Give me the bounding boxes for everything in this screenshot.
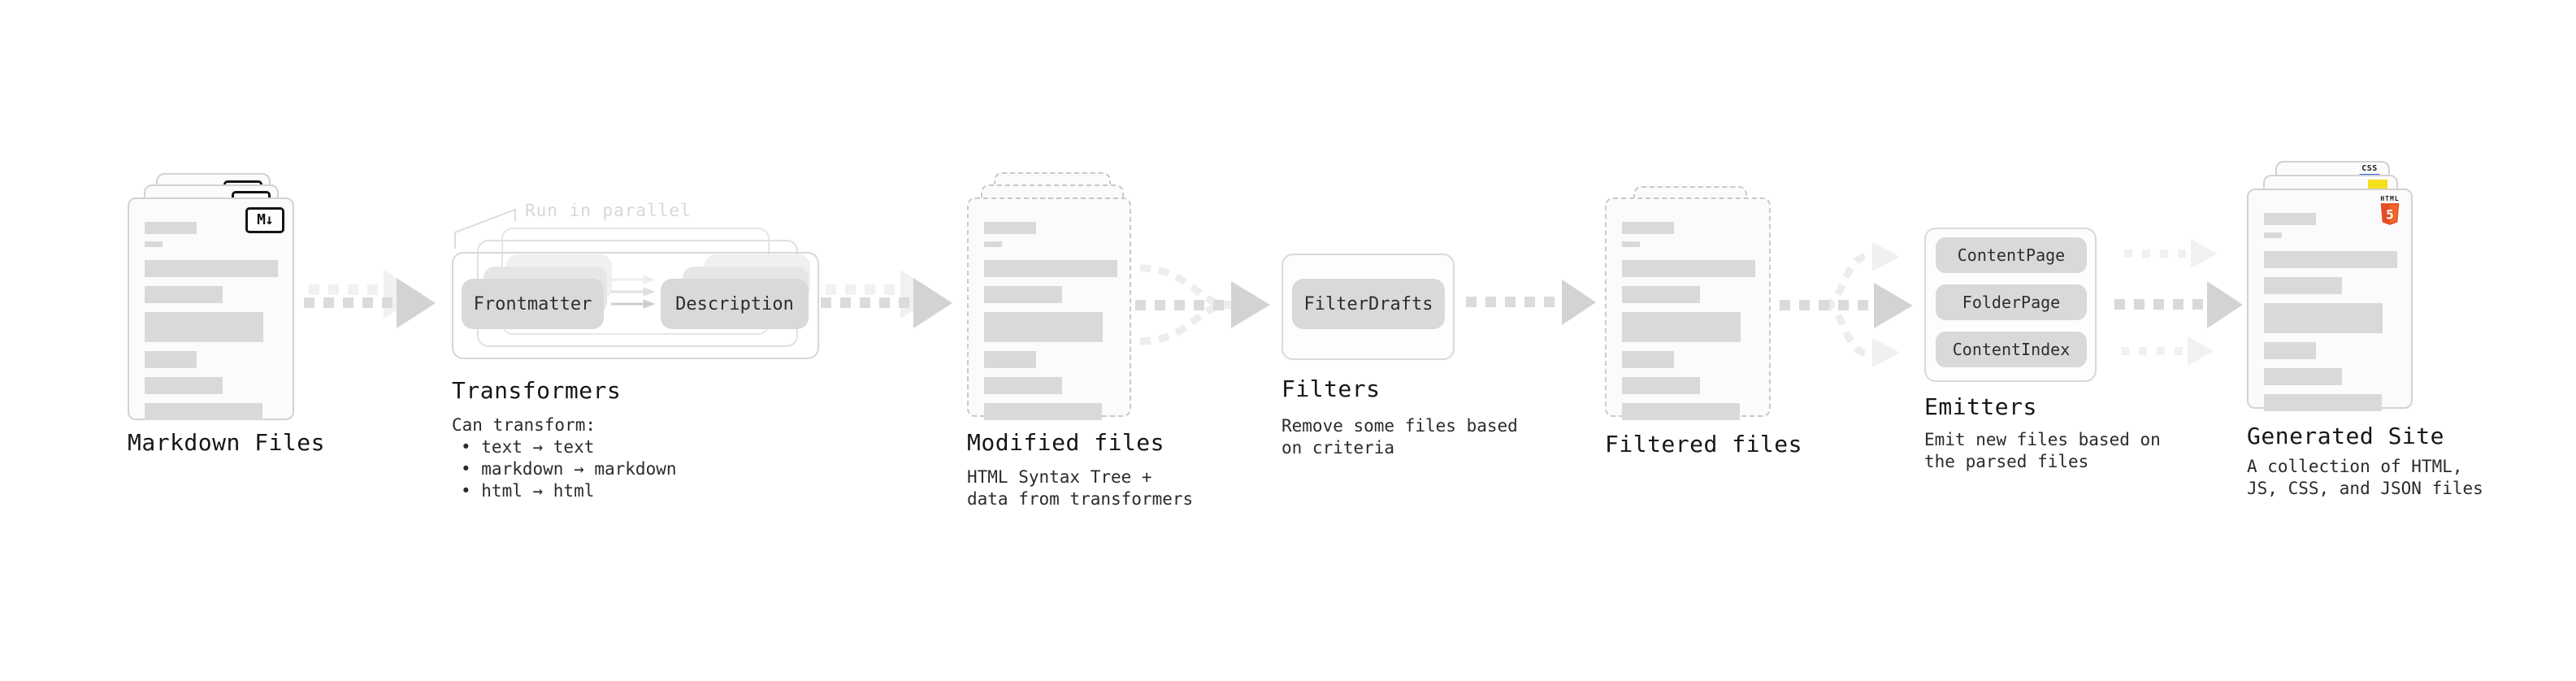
skeleton-bar [1622,377,1700,394]
emitters-desc-line: Emit new files based on [1924,430,2161,449]
skeleton-bar [984,241,1002,247]
transformers-desc-heading: Can transform: [452,415,596,435]
skeleton-bar [145,241,163,247]
skeleton-bar [1622,222,1674,234]
emitters-desc-line: the parsed files [1924,452,2089,471]
arrow-transformers-to-modified [821,270,952,328]
arrow-modified-to-filters [1135,264,1270,345]
css-badge-label: CSS [2361,164,2378,173]
emitters-title: Emitters [1924,393,2037,420]
skeleton-bar [984,222,1036,234]
skeleton-bar [984,312,1103,342]
filters-title: Filters [1281,375,1381,402]
arrow-filtered-to-emitters [1780,242,1913,367]
emitters-description: Emit new files based on the parsed files [1924,429,2161,473]
markdown-files-title: Markdown Files [128,429,326,456]
transformers-description: Can transform: • text → text • markdown … [452,414,677,502]
html5-icon-label: HTML [2380,195,2400,202]
skeleton-bar [1622,351,1674,368]
file-skeleton [145,222,278,420]
html5-icon: HTML 5 [2380,196,2400,225]
arrow-markdown-to-transformers [304,270,436,328]
skeleton-bar [2264,277,2342,294]
skeleton-bar [984,351,1036,368]
skeleton-bar [1622,286,1700,303]
frontmatter-pill: Frontmatter [462,279,604,329]
modified-desc-line: HTML Syntax Tree + [967,467,1152,487]
js-badge [2368,180,2387,189]
folderpage-pill: FolderPage [1936,284,2087,320]
skeleton-bar [984,377,1062,394]
skeleton-bar [1622,241,1640,247]
html5-shield: 5 [2380,203,2400,225]
skeleton-bar [2264,342,2316,359]
skeleton-bar [1622,312,1741,342]
markdown-icon-label: M↓ [257,211,274,228]
skeleton-bar [984,403,1102,420]
skeleton-bar [1622,260,1755,277]
filters-description: Remove some files based on criteria [1281,415,1518,459]
skeleton-bar [2264,232,2282,238]
contentindex-pill: ContentIndex [1936,332,2087,367]
transformers-bullet: • markdown → markdown [461,459,677,479]
skeleton-bar [145,377,223,394]
filterdrafts-pill: FilterDrafts [1292,279,1445,329]
skeleton-bar [145,286,223,303]
skeleton-bar [2264,303,2383,333]
transformers-title: Transformers [452,377,622,404]
file-skeleton [1622,222,1755,420]
filtered-files-title: Filtered files [1605,431,1803,458]
modified-desc-line: data from transformers [967,489,1194,509]
skeleton-bar [2264,368,2342,385]
generated-desc-line: JS, CSS, and JSON files [2247,479,2483,498]
transformers-bullet: • text → text [461,437,595,457]
modified-files-description: HTML Syntax Tree + data from transformer… [967,466,1193,510]
skeleton-bar [145,222,197,234]
html5-shield-number: 5 [2386,207,2394,223]
skeleton-bar [984,260,1117,277]
skeleton-bar [2264,213,2316,225]
arrow-filters-to-filtered [1466,280,1596,325]
run-in-parallel-leader-line [454,208,516,249]
generated-site-title: Generated Site [2247,423,2445,449]
skeleton-bar [2264,251,2397,268]
skeleton-bar [145,351,197,368]
modified-file-card-front [967,197,1131,420]
skeleton-bar [2264,394,2382,411]
skeleton-bar [145,260,278,277]
skeleton-bar [145,312,263,342]
description-pill: Description [661,279,809,329]
transformers-bullet: • html → html [461,481,595,501]
markdown-file-card-front: M↓ [128,197,294,420]
markdown-icon: M↓ [245,207,284,233]
arrow-emitters-to-generated [2114,239,2243,366]
transformer-box-front [452,252,819,359]
parallel-transform-arrows [611,275,656,309]
contentpage-pill: ContentPage [1936,237,2087,273]
skeleton-bar [984,286,1062,303]
generated-site-description: A collection of HTML, JS, CSS, and JSON … [2247,456,2483,500]
file-skeleton [2264,213,2397,411]
skeleton-bar [145,403,262,420]
generated-file-card-html: HTML 5 [2247,189,2413,411]
run-in-parallel-annotation: Run in parallel [525,201,692,220]
modified-files-title: Modified files [967,429,1165,456]
file-skeleton [984,222,1117,420]
filtered-file-card-front [1605,197,1771,420]
generated-desc-line: A collection of HTML, [2247,457,2463,476]
filters-desc-line: on criteria [1281,438,1395,458]
skeleton-bar [1622,403,1740,420]
filters-desc-line: Remove some files based [1281,416,1518,436]
